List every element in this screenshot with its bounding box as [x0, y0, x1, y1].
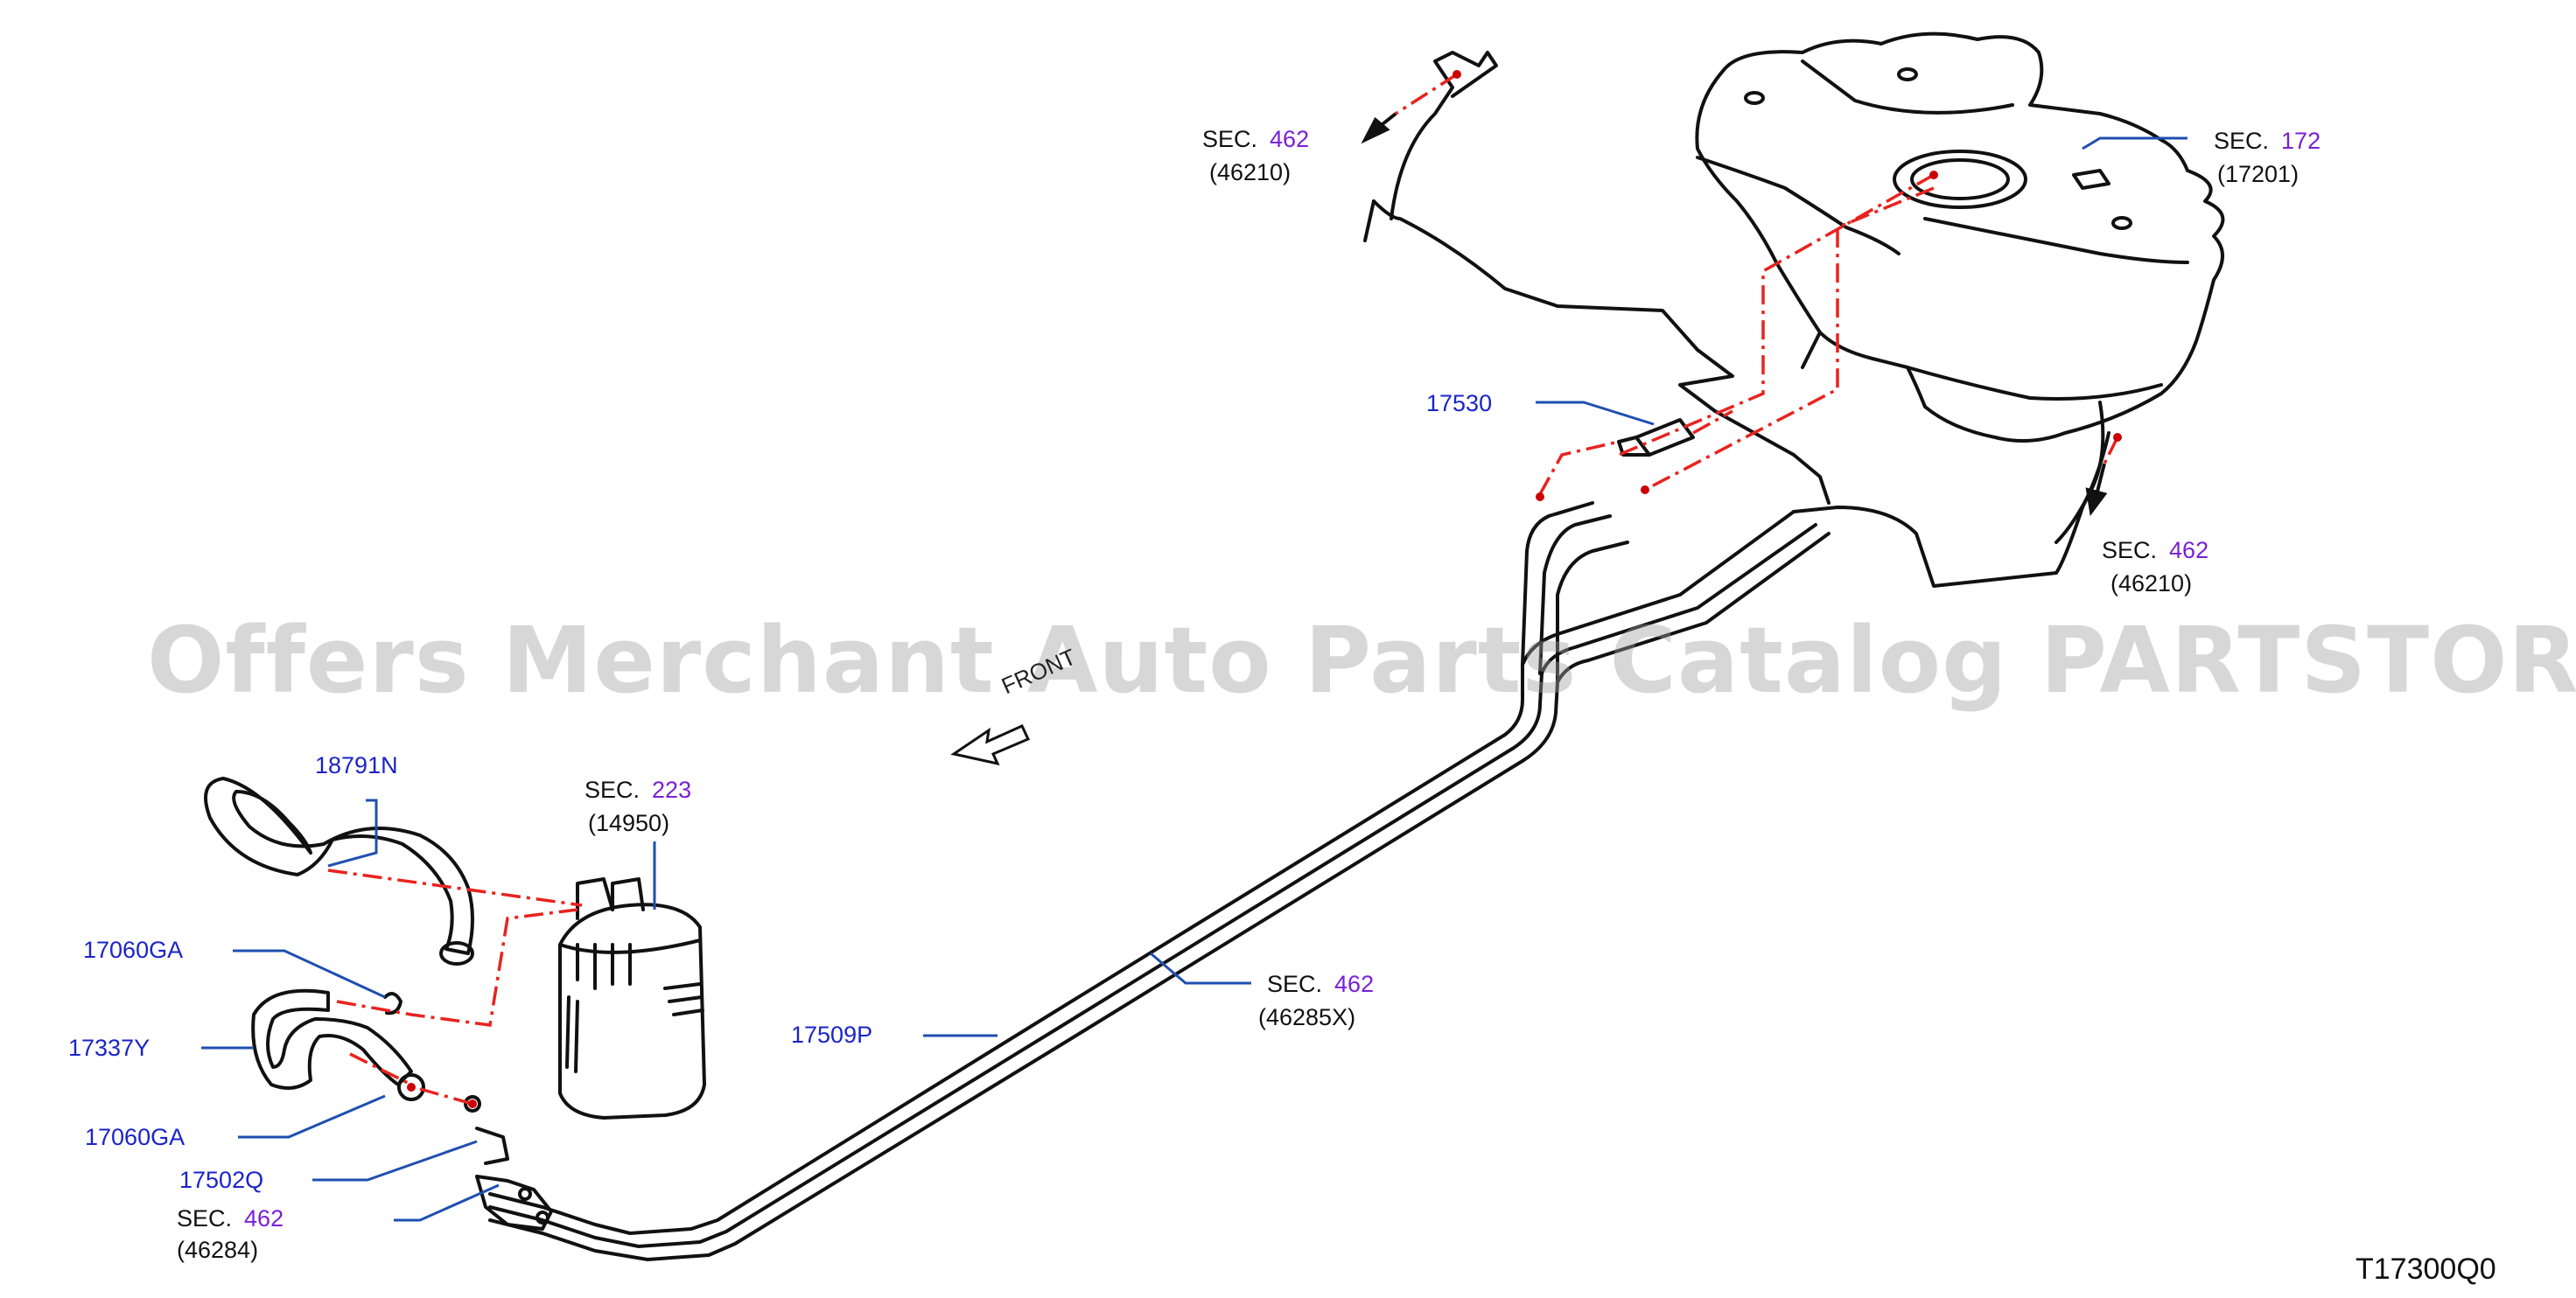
part-label-17530[interactable]: 17530 [1426, 390, 1493, 416]
section-ref-462-middle[interactable]: SEC. 462 [1267, 971, 1374, 997]
part-label-17060ga-lower[interactable]: 17060GA [85, 1124, 186, 1150]
evap-canister [558, 877, 706, 1120]
section-code-46284: (46284) [177, 1237, 259, 1263]
fuel-tank [1695, 31, 2225, 544]
tank-hanger-lines [1792, 431, 2110, 588]
sec-number: 462 [2169, 537, 2209, 563]
sec-number: 223 [652, 777, 692, 803]
sec-prefix: SEC. [177, 1205, 233, 1232]
callout-lines-red [327, 73, 2119, 1106]
part-label-17337y[interactable]: 17337Y [68, 1035, 150, 1061]
direction-arrows [1361, 112, 2108, 516]
vent-tube-upper [1363, 51, 1830, 505]
sec-prefix: SEC. [1202, 126, 1258, 152]
pipe-bracket-46284 [475, 1175, 553, 1231]
section-code-46210-top: (46210) [1209, 159, 1292, 185]
section-code-17201: (17201) [2217, 161, 2300, 187]
fuel-pipes-bundle [488, 501, 1830, 1261]
sec-prefix: SEC. [2214, 128, 2270, 154]
section-ref-462-top[interactable]: SEC. 462 [1202, 126, 1309, 152]
section-ref-223[interactable]: SEC. 223 [584, 777, 691, 803]
hose-18791n [204, 777, 474, 966]
part-label-18791n[interactable]: 18791N [315, 752, 398, 778]
arrow-sec-462-right [2085, 487, 2108, 516]
sec-number: 462 [1270, 126, 1310, 152]
sec-prefix: SEC. [2102, 537, 2158, 563]
callout-dots [407, 70, 2122, 1108]
arrow-sec-462-top [1361, 116, 1390, 144]
section-ref-172[interactable]: SEC. 172 [2214, 128, 2320, 154]
leader-lines [201, 136, 2188, 1222]
section-ref-462-right[interactable]: SEC. 462 [2102, 537, 2208, 563]
sec-number: 172 [2281, 128, 2321, 154]
part-label-17502q[interactable]: 17502Q [179, 1167, 264, 1193]
front-arrow-icon [950, 724, 1031, 766]
valve-17530 [1617, 418, 1695, 457]
sec-number: 462 [1334, 971, 1375, 997]
sec-prefix: SEC. [1267, 971, 1323, 997]
section-ref-462-lower-left[interactable]: SEC. 462 [177, 1205, 284, 1232]
sec-number: 462 [244, 1205, 284, 1232]
section-code-46210-right: (46210) [2110, 570, 2193, 597]
section-code-46285x: (46285X) [1258, 1004, 1356, 1030]
section-code-14950: (14950) [588, 810, 670, 836]
diagram-code: T17300Q0 [2356, 1253, 2496, 1286]
part-label-17509p[interactable]: 17509P [791, 1022, 873, 1048]
sec-prefix: SEC. [584, 777, 640, 803]
part-label-17060ga-upper[interactable]: 17060GA [83, 937, 184, 963]
clamps [383, 992, 509, 1165]
watermark-text: Offers Merchant Auto Parts Catalog PARTS… [147, 607, 2576, 714]
